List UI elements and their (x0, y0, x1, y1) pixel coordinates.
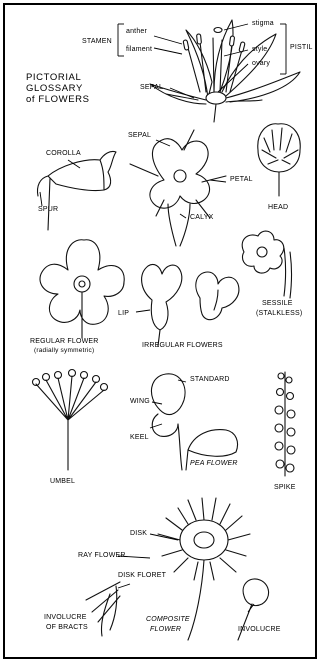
label-lip: LIP (118, 310, 129, 317)
label-irregular-flowers: IRREGULAR FLOWERS (142, 342, 223, 349)
label-umbel: UMBEL (50, 478, 75, 485)
label-radially-symmetric: (radially symmetric) (34, 348, 94, 355)
label-regular-flower: REGULAR FLOWER (30, 338, 99, 345)
sessile-flower-illustration (242, 231, 291, 298)
label-filament: filament (126, 46, 152, 53)
label-spur: SPUR (38, 206, 58, 213)
label-composite-flower-1: COMPOSITE (146, 616, 190, 623)
label-involucre-of-bracts-1: INVOLUCRE (44, 614, 87, 621)
label-sepal-top: SEPAL (140, 84, 163, 91)
flower-anatomy-illustration (118, 20, 300, 122)
five-petal-flower-illustration (130, 130, 226, 246)
irregular-flowers-illustration (136, 264, 239, 346)
label-sepal-mid: SEPAL (128, 132, 151, 139)
label-style: style (252, 46, 267, 53)
label-composite-flower-2: FLOWER (150, 626, 181, 633)
spurred-flower-illustration (37, 151, 116, 230)
label-stamen: STAMEN (82, 38, 112, 45)
label-disk: DISK (130, 530, 147, 537)
label-sessile: SESSILE (262, 300, 293, 307)
label-stigma: stigma (252, 20, 274, 27)
label-calyx: CALYX (190, 214, 213, 221)
label-ray-flower: RAY FLOWER (78, 552, 126, 559)
label-pistil: PISTIL (290, 44, 313, 51)
label-disk-floret: DISK FLORET (118, 572, 166, 579)
umbel-illustration (33, 370, 108, 471)
pea-flower-illustration (150, 374, 238, 470)
label-involucre: INVOLUCRE (238, 626, 281, 633)
label-petal: PETAL (230, 176, 253, 183)
label-ovary: ovary (252, 60, 270, 67)
label-involucre-of-bracts-2: of BRACTS (46, 624, 88, 631)
label-stalkless: (STALKLESS) (256, 310, 302, 317)
spike-illustration (275, 372, 295, 476)
label-head: HEAD (268, 204, 288, 211)
label-standard: STANDARD (190, 376, 230, 383)
regular-flower-illustration (40, 240, 124, 338)
label-pea-flower: PEA FLOWER (190, 460, 238, 467)
flower-head-illustration (258, 124, 300, 196)
label-wing: WING (130, 398, 150, 405)
label-anther: anther (126, 28, 147, 35)
label-keel: KEEL (130, 434, 149, 441)
label-corolla: COROLLA (46, 150, 81, 157)
label-spike: SPIKE (274, 484, 296, 491)
